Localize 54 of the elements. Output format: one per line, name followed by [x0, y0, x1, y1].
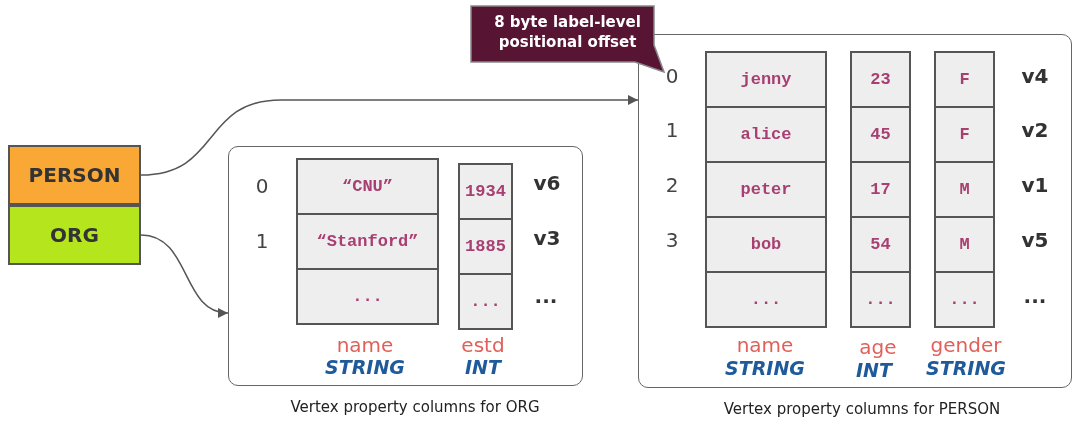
arrow: [140, 94, 639, 176]
column-name: gender: [930, 333, 1002, 357]
vertex-id: v4: [1021, 64, 1049, 88]
table-cell: jenny: [705, 51, 827, 108]
column-type: STRING: [926, 357, 1006, 379]
column-type: STRING: [325, 356, 405, 378]
table-cell: F: [934, 51, 995, 108]
vertex-id: v2: [1021, 118, 1049, 142]
column-panel: [638, 34, 1072, 388]
table-cell: 1885: [458, 218, 513, 275]
panel-label: Vertex property columns for ORG: [290, 398, 540, 416]
column-type: STRING: [725, 357, 805, 379]
vertex-id: v6: [533, 171, 561, 195]
table-cell: ...: [458, 273, 513, 330]
table-cell: bob: [705, 216, 827, 273]
table-cell: 54: [850, 216, 911, 273]
ellipsis: ...: [1023, 284, 1047, 308]
table-cell: 1934: [458, 163, 513, 220]
vertex-id: v5: [1021, 228, 1049, 252]
table-cell: F: [934, 106, 995, 163]
label-box: ORG: [8, 205, 141, 265]
label-box: PERSON: [8, 145, 141, 205]
column-name: estd: [461, 333, 505, 357]
row-index: 1: [255, 229, 269, 253]
table-cell: ...: [934, 271, 995, 328]
callout-box: 8 byte label-level positional offset: [470, 5, 665, 73]
arrow: [140, 234, 229, 317]
vertex-id: v3: [533, 226, 561, 250]
table-cell: 17: [850, 161, 911, 218]
table-cell: “Stanford”: [296, 213, 439, 270]
table-cell: 23: [850, 51, 911, 108]
row-index: 3: [665, 228, 679, 252]
column-type: INT: [856, 359, 892, 381]
table-cell: ...: [705, 271, 827, 328]
vertex-id: v1: [1021, 173, 1049, 197]
table-cell: “CNU”: [296, 158, 439, 215]
table-cell: ...: [296, 268, 439, 325]
table-cell: peter: [705, 161, 827, 218]
row-index: 0: [255, 174, 269, 198]
table-cell: M: [934, 161, 995, 218]
panel-label: Vertex property columns for PERSON: [723, 400, 1001, 418]
column-name: name: [736, 333, 794, 357]
table-cell: 45: [850, 106, 911, 163]
column-name: name: [336, 333, 394, 357]
row-index: 1: [665, 118, 679, 142]
column-name: age: [859, 335, 897, 359]
row-index: 2: [665, 173, 679, 197]
column-panel: [228, 146, 583, 386]
table-cell: alice: [705, 106, 827, 163]
table-cell: M: [934, 216, 995, 273]
row-index: 0: [665, 64, 679, 88]
ellipsis: ...: [534, 284, 558, 308]
column-type: INT: [465, 356, 501, 378]
table-cell: ...: [850, 271, 911, 328]
